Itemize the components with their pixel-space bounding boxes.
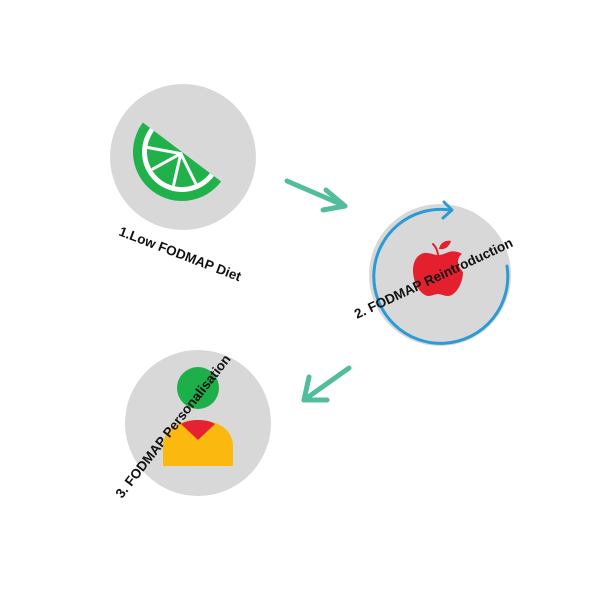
arrow-step1-to-step2 — [284, 178, 348, 213]
person-collar — [181, 420, 215, 440]
step-1-label: 1.Low FODMAP Diet — [117, 224, 244, 285]
person-body — [163, 420, 233, 466]
step-2-node: 2. FODMAP Reintroduction — [352, 200, 515, 346]
step-3-node: 3. FODMAP Personalisation — [113, 350, 271, 501]
apple-icon — [413, 240, 463, 296]
person-icon — [163, 367, 233, 466]
step-1-node: 1.Low FODMAP Diet — [110, 84, 256, 284]
cycle-ring-icon — [372, 200, 510, 345]
lime-slice-icon — [133, 122, 222, 201]
person-head — [177, 367, 219, 409]
arrow-step2-to-step3 — [301, 365, 352, 403]
